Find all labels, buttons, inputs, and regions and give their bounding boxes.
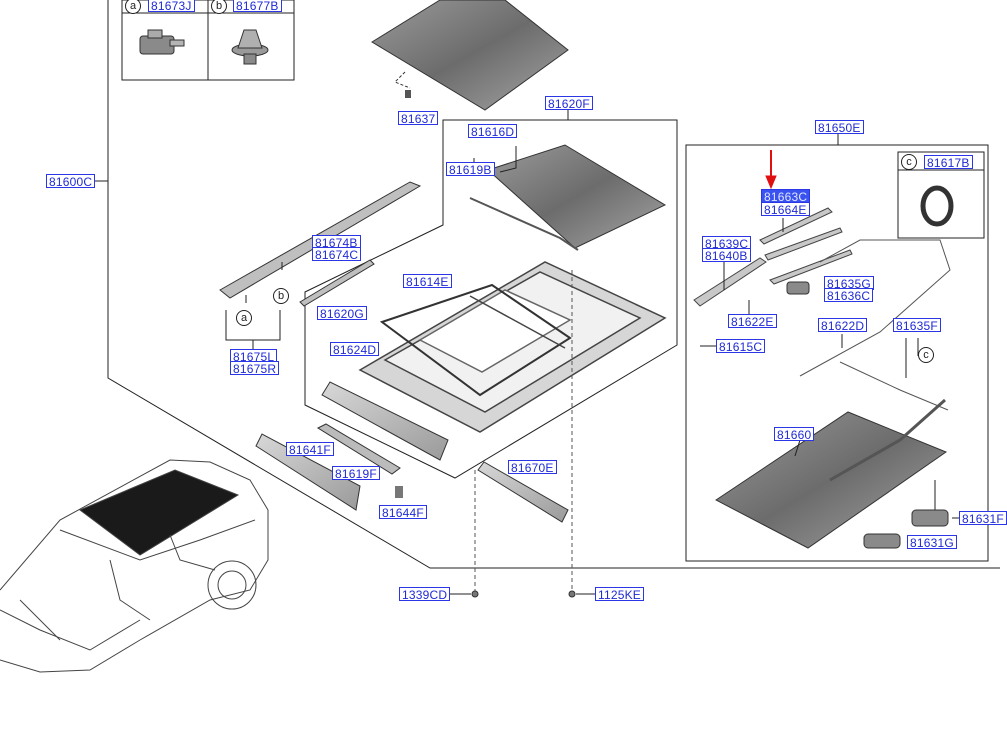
callout-81616D[interactable]: 81616D xyxy=(468,124,518,139)
callout-81619B[interactable]: 81619B xyxy=(446,162,495,177)
marker-a: a xyxy=(236,310,252,326)
callout-81644F[interactable]: 81644F xyxy=(379,505,427,520)
front-deflector xyxy=(255,423,403,511)
rail-leaders xyxy=(225,262,283,352)
callout-1339CD[interactable]: 1339CD xyxy=(399,587,451,602)
callout-81622E[interactable]: 81622E xyxy=(728,314,777,329)
glass-panel xyxy=(469,144,667,251)
callout-81620F[interactable]: 81620F xyxy=(545,96,593,111)
marker-b-inset: b xyxy=(211,0,227,14)
callout-81674B[interactable]: 81674B xyxy=(312,235,361,250)
box-81650E xyxy=(685,134,989,562)
marker-a-inset: a xyxy=(125,0,141,14)
callout-81624D[interactable]: 81624D xyxy=(330,342,380,357)
callout-81640B[interactable]: 81640B xyxy=(702,248,751,263)
sunroof-frame xyxy=(358,261,667,433)
side-rails xyxy=(693,207,853,307)
leader-lines-right xyxy=(700,218,960,519)
callout-81674C[interactable]: 81674C xyxy=(312,247,362,262)
vehicle-outline xyxy=(0,459,269,673)
callout-81650E[interactable]: 81650E xyxy=(815,120,864,135)
callout-81660[interactable]: 81660 xyxy=(774,427,815,442)
callout-81614E[interactable]: 81614E xyxy=(403,274,452,289)
callout-81673J[interactable]: 81673J xyxy=(148,0,195,13)
callout-81622D[interactable]: 81622D xyxy=(818,318,868,333)
clip-a-part xyxy=(139,29,185,55)
clip-b-part xyxy=(231,29,269,65)
callout-81619F[interactable]: 81619F xyxy=(332,466,380,481)
roof-panel-top xyxy=(371,0,569,111)
callout-81617B[interactable]: 81617B xyxy=(924,155,973,170)
callout-81637[interactable]: 81637 xyxy=(398,111,439,126)
marker-c: c xyxy=(918,347,934,363)
callout-1125KE[interactable]: 1125KE xyxy=(595,587,645,602)
ring-part-c xyxy=(920,185,954,227)
sunshade xyxy=(715,398,948,549)
trim-strip-81670E xyxy=(477,461,569,523)
callout-81675R[interactable]: 81675R xyxy=(230,361,280,376)
marker-c-inset: c xyxy=(901,154,917,170)
callout-81677B[interactable]: 81677B xyxy=(233,0,282,13)
callout-81636C[interactable]: 81636C xyxy=(824,288,874,303)
motors xyxy=(786,281,949,549)
callout-81639C[interactable]: 81639C xyxy=(702,236,752,251)
callout-81620G[interactable]: 81620G xyxy=(317,306,367,321)
bolts xyxy=(471,590,576,598)
box-81620F xyxy=(304,108,678,479)
callout-81663C-highlighted[interactable]: 81663C xyxy=(761,189,811,204)
callout-81600C[interactable]: 81600C xyxy=(46,174,96,189)
inset-box-ab xyxy=(121,0,295,81)
callout-81641F[interactable]: 81641F xyxy=(286,442,334,457)
highlight-arrow xyxy=(765,150,777,190)
callout-81615C[interactable]: 81615C xyxy=(716,339,766,354)
bottom-leaders xyxy=(474,270,573,592)
drive-cable xyxy=(799,239,951,411)
marker-b: b xyxy=(273,288,289,304)
callout-81635F[interactable]: 81635F xyxy=(893,318,941,333)
callout-81631G[interactable]: 81631G xyxy=(907,535,957,550)
deflector-strip xyxy=(321,381,449,461)
callout-81675L[interactable]: 81675L xyxy=(230,349,278,364)
callout-81631F[interactable]: 81631F xyxy=(959,511,1007,526)
callout-81664E[interactable]: 81664E xyxy=(761,202,810,217)
callout-81670E[interactable]: 81670E xyxy=(508,460,557,475)
